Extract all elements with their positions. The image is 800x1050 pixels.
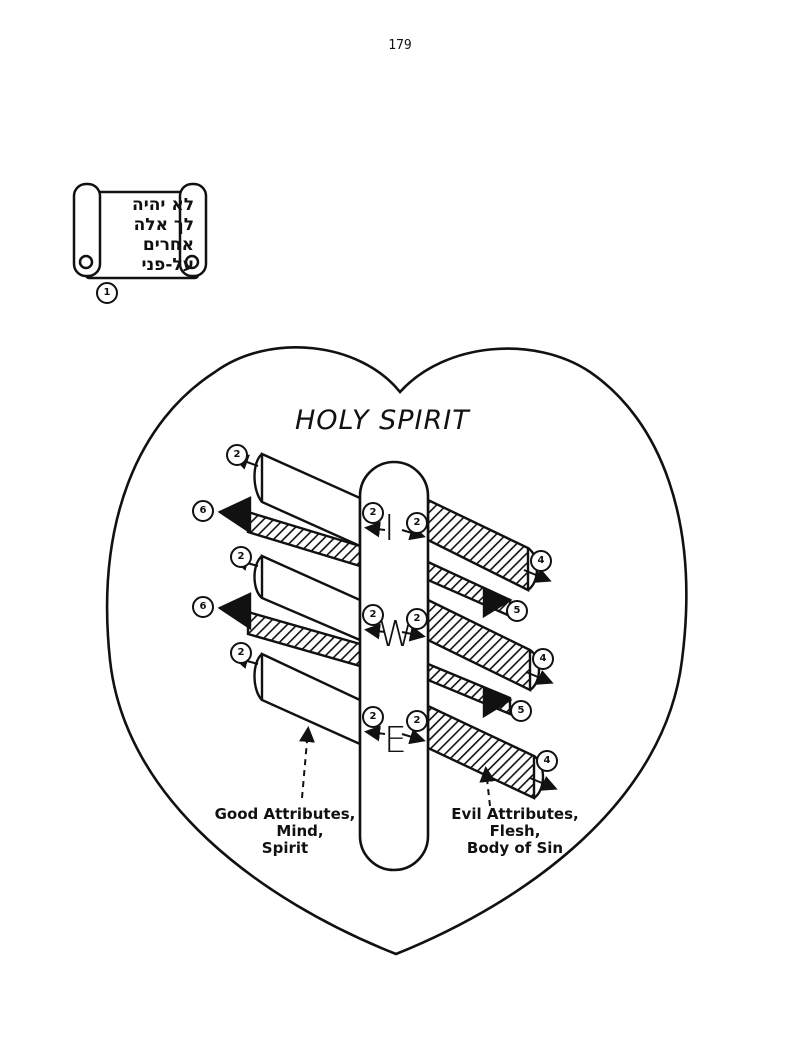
marker-five-top: 5 <box>506 600 528 622</box>
label-good-attributes: Good Attributes, Mind, Spirit <box>200 806 370 857</box>
marker-pillar-e-right: 2 <box>406 710 428 732</box>
letter-i: I <box>384 508 395 549</box>
marker-four-mid: 4 <box>532 648 554 670</box>
band-group <box>217 452 545 800</box>
scroll-marker: 1 <box>96 282 118 304</box>
scroll-line-1: לא יהיה <box>132 195 194 215</box>
scroll-line-3: אחרים <box>142 235 194 255</box>
label-evil-line-1: Evil Attributes, <box>451 805 579 823</box>
letter-e: E <box>384 720 407 761</box>
marker-pillar-i-right: 2 <box>406 512 428 534</box>
label-good-line-1: Good Attributes, <box>214 805 356 823</box>
marker-six-a: 6 <box>192 500 214 522</box>
scroll-line-2: לך אלה <box>133 215 194 235</box>
marker-pillar-i-left: 2 <box>362 502 384 524</box>
marker-four-top: 4 <box>530 550 552 572</box>
heart-outline <box>105 346 688 956</box>
marker-six-b: 6 <box>192 596 214 618</box>
marker-low-left: 2 <box>230 642 252 664</box>
holy-spirit-title: HOLY SPIRIT <box>295 405 470 436</box>
central-pillar <box>358 460 430 872</box>
good-band-low <box>260 652 362 746</box>
label-evil-line-2: Flesh, <box>489 822 541 840</box>
label-good-line-2: Mind, <box>276 822 324 840</box>
marker-pillar-w-left: 2 <box>362 604 384 626</box>
scroll-illustration <box>72 182 208 280</box>
marker-pillar-w-right: 2 <box>406 608 428 630</box>
marker-top-left: 2 <box>226 444 248 466</box>
scroll-line-4: על-פני <box>141 255 194 275</box>
marker-pillar-e-left: 2 <box>362 706 384 728</box>
label-evil-line-3: Body of Sin <box>466 839 564 857</box>
marker-mid-left: 2 <box>230 546 252 568</box>
label-evil-attributes: Evil Attributes, Flesh, Body of Sin <box>430 806 600 857</box>
page-number: 179 <box>388 38 412 53</box>
marker-four-low: 4 <box>536 750 558 772</box>
marker-five-low: 5 <box>510 700 532 722</box>
label-good-line-3: Spirit <box>261 839 309 857</box>
